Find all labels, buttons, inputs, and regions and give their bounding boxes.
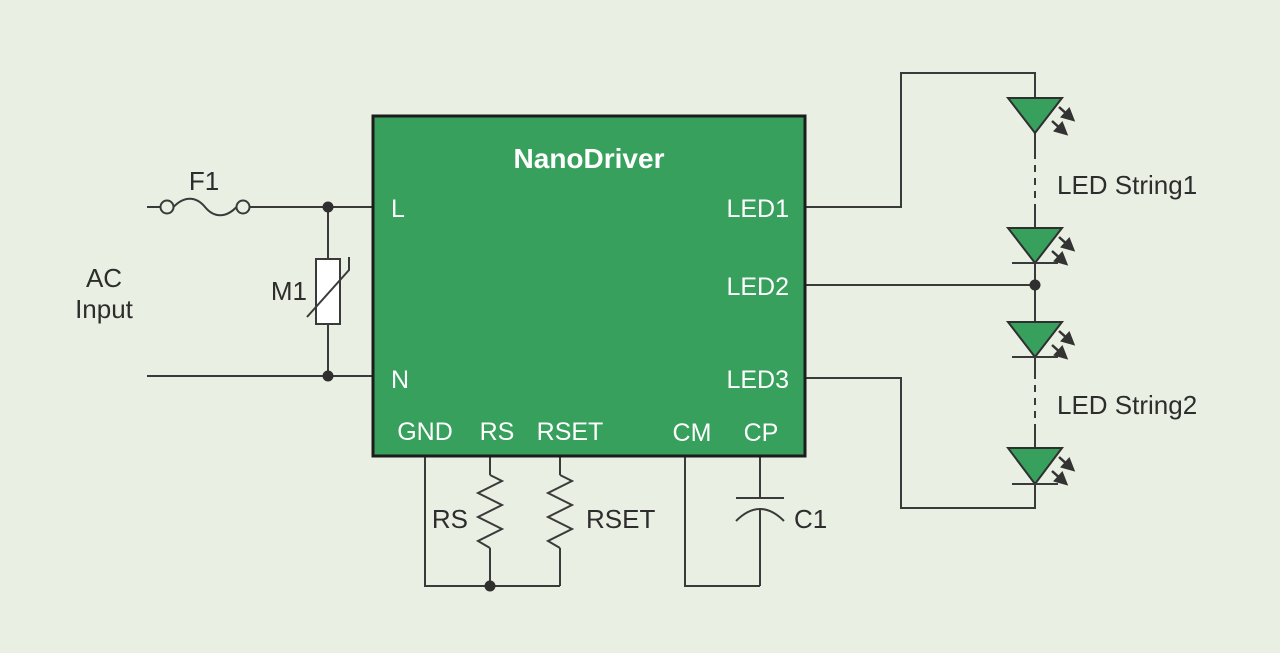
pin-label-l: L xyxy=(391,195,405,223)
wire xyxy=(805,72,1036,208)
led-icon xyxy=(1005,97,1078,139)
led-icon xyxy=(1006,447,1078,489)
capacitor-label: C1 xyxy=(794,504,827,534)
resistor-rs-label: RS xyxy=(432,504,468,534)
resistor-rset-label: RSET xyxy=(586,504,655,534)
junction-dot xyxy=(1029,279,1041,291)
junction-dot xyxy=(322,201,334,213)
pin-label-led3: LED3 xyxy=(726,366,789,394)
svg-text:AC: AC xyxy=(86,263,122,293)
chip-box xyxy=(371,114,807,458)
fuse-label: F1 xyxy=(189,166,219,196)
wire xyxy=(684,457,760,587)
resistor-rs-icon xyxy=(475,474,505,549)
led-string1-label: LED String1 xyxy=(1057,170,1197,200)
pin-label-rset: RSET xyxy=(537,418,604,446)
pin-label-led1: LED1 xyxy=(726,195,789,223)
resistor-rset-icon xyxy=(545,474,575,549)
bottom-strip xyxy=(0,653,1280,657)
ac-input-label: AC Input xyxy=(75,263,134,324)
led-icon xyxy=(1005,321,1078,363)
chip-title: NanoDriver xyxy=(514,143,665,174)
pin-label-n: N xyxy=(391,366,409,394)
pin-label-cp: CP xyxy=(744,419,779,447)
led-string2-label: LED String2 xyxy=(1057,390,1197,420)
varistor-label: M1 xyxy=(271,276,307,306)
fuse-icon xyxy=(159,197,251,217)
varistor-icon xyxy=(306,257,350,325)
wire xyxy=(805,377,1036,509)
wire xyxy=(424,457,560,587)
junction-dot xyxy=(484,580,496,592)
wires xyxy=(147,72,1036,587)
pin-label-cm: CM xyxy=(673,419,712,447)
capacitor-icon xyxy=(735,497,785,522)
pin-label-gnd: GND xyxy=(397,418,453,446)
pin-label-rs: RS xyxy=(480,418,515,446)
led-icon xyxy=(1005,227,1078,269)
svg-text:Input: Input xyxy=(75,294,134,324)
junction-dot xyxy=(322,370,334,382)
pin-label-led2: LED2 xyxy=(726,273,789,301)
